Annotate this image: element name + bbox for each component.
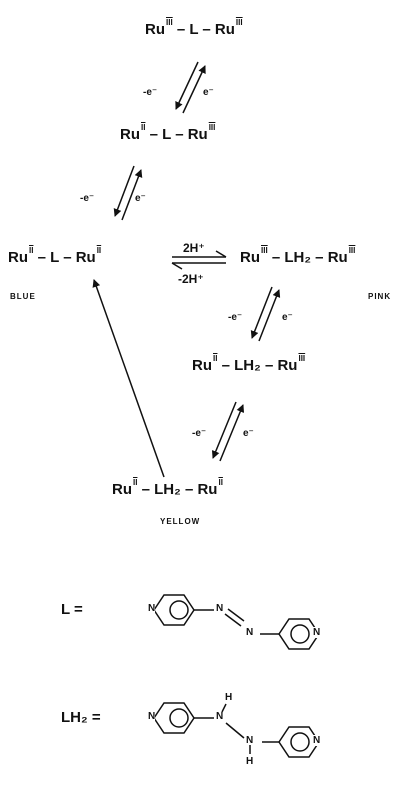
label-minus-2h-plus: -2H⁺ [178, 272, 204, 286]
label-pink: PINK [368, 292, 392, 301]
arrow-oxidize-3 [258, 289, 281, 342]
atom-n-lh2-mid1: N [216, 711, 224, 722]
arrow-reduce-3 [250, 286, 273, 339]
label-minus-e-3: -e⁻ [228, 312, 243, 323]
label-minus-e-2: -e⁻ [80, 193, 95, 204]
legend-lh2: LH₂ = [61, 709, 101, 726]
atom-n-l-azo2: N [246, 627, 254, 638]
arrow-proton-equilibrium [171, 250, 227, 270]
arrow-reduce-2 [113, 165, 135, 217]
atom-n-l-right: N [313, 627, 321, 638]
arrow-oxidize-2 [121, 169, 143, 221]
arrow-oxidize-4 [219, 404, 245, 462]
species-ru3-l-ru3: RuIII – L – RuIII [145, 18, 243, 38]
label-minus-e-1: -e⁻ [143, 87, 158, 98]
atom-n-lh2-right: N [313, 735, 321, 746]
atom-n-lh2-mid2: N [246, 735, 254, 746]
legend-l: L = [61, 601, 83, 618]
label-yellow: YELLOW [160, 517, 201, 526]
label-plus-e-1: e⁻ [203, 87, 214, 98]
arrow-yellow-to-blue [92, 279, 165, 478]
atom-h-lh2-top: H [225, 692, 233, 703]
structure-lh2 [153, 702, 320, 758]
atom-n-l-left: N [148, 603, 156, 614]
label-minus-e-4: -e⁻ [192, 428, 207, 439]
species-ru2-l-ru2: RuII – L – RuII [8, 246, 102, 266]
structure-l [153, 594, 320, 650]
label-2h-plus: 2H⁺ [183, 241, 205, 255]
arrow-reduce-1 [175, 61, 199, 110]
label-plus-e-3: e⁻ [282, 312, 293, 323]
species-ru2-lh2-ru2: RuII – LH₂ – RuII [112, 478, 223, 498]
species-ru2-lh2-ru3: RuII – LH₂ – RuIII [192, 354, 306, 374]
arrow-oxidize-1 [182, 65, 206, 114]
label-plus-e-4: e⁻ [243, 428, 254, 439]
atom-h-lh2-bottom: H [246, 756, 254, 767]
species-ru3-lh2-ru3: RuIII – LH₂ – RuIII [240, 246, 356, 266]
arrow-reduce-4 [211, 401, 237, 459]
label-plus-e-2: e⁻ [135, 193, 146, 204]
label-blue: BLUE [10, 292, 36, 301]
atom-n-l-azo1: N [216, 603, 224, 614]
species-ru2-l-ru3: RuII – L – RuIII [120, 123, 216, 143]
atom-n-lh2-left: N [148, 711, 156, 722]
